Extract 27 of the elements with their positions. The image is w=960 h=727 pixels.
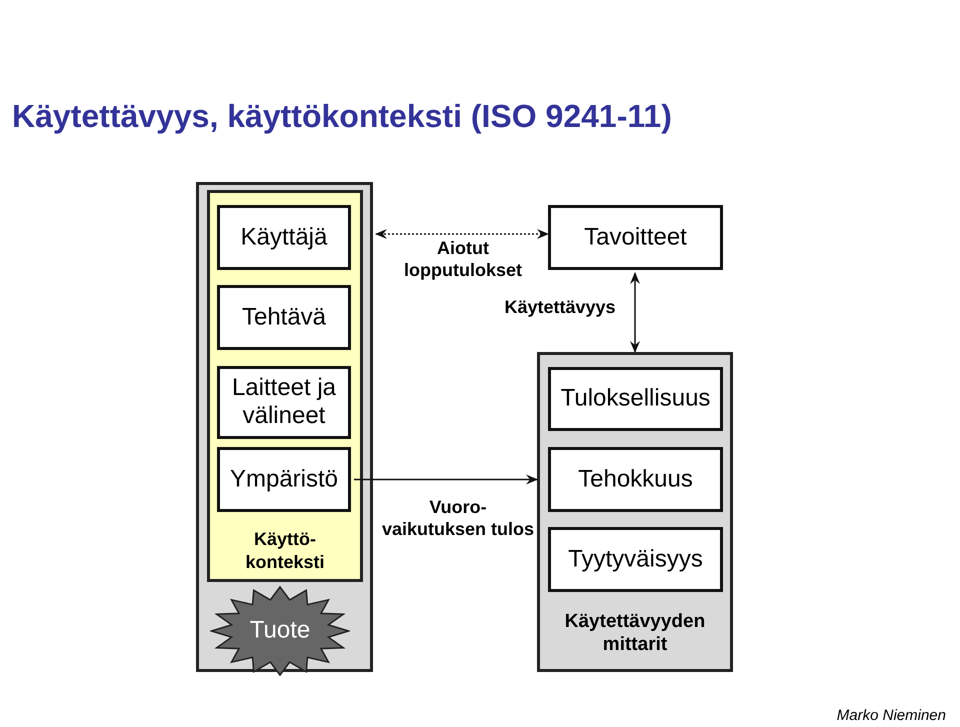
text-box [217,366,351,439]
panel-heading: Käytettävyyden mittarit [564,611,706,657]
context-panel [207,190,363,582]
box-label: Tehokkuus [577,465,694,494]
text-box [548,205,723,270]
box-label: Laitteet ja välineet [230,374,338,432]
author-name: Marko Nieminen [836,707,946,724]
box-label: Tyytyväisyys [567,545,704,574]
box-label: Tuloksellisuus [560,384,712,414]
text-box [548,527,723,592]
text-box [217,447,351,512]
text-box [548,367,723,431]
panel-heading: Käyttö- konteksti [244,528,326,573]
arrow [630,272,640,353]
text-box [217,285,351,350]
diagram-title: Käytettävyys, käyttökonteksti (ISO 9241-11) [12,98,672,135]
arrow [375,229,549,239]
box-label: Tehtävä [240,303,328,332]
product-label: Tuote [248,616,312,646]
box-label: Tavoitteet [583,223,688,252]
box-label: Käyttäjä [240,223,328,252]
panel-box [537,352,733,672]
text-box [548,447,723,512]
arrow [354,474,538,484]
box-label: Ympäristö [228,465,340,494]
starburst-shape [210,586,350,676]
text-box [217,205,351,270]
